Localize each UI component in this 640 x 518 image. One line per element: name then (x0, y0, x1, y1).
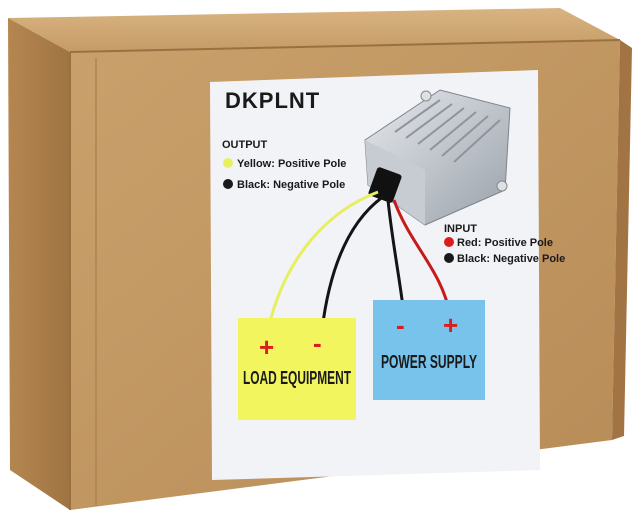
yellow-wire (266, 190, 379, 331)
output-black-label: Black: Negative Pole (237, 179, 345, 191)
power-plus-sign: + (443, 310, 458, 340)
input-heading: INPUT (444, 223, 477, 235)
box-front-face (8, 18, 70, 510)
box-edge-line (69, 39, 621, 53)
box-top-face (8, 8, 620, 52)
load-equipment-box: + - LOAD EQUIPMENT (238, 318, 356, 420)
input-black-label: Black: Negative Pole (457, 253, 565, 265)
output-yellow-label: Yellow: Positive Pole (237, 158, 346, 170)
input-red-label: Red: Positive Pole (457, 237, 553, 249)
brand-name: DKPLNT (225, 88, 320, 113)
power-supply-box: - + POWER SUPPLY (373, 300, 485, 400)
red-dot-icon (444, 237, 454, 247)
load-plus-sign: + (259, 332, 274, 362)
box-right-edge (612, 40, 632, 440)
load-minus-sign: - (313, 328, 322, 358)
black-dot-icon (223, 179, 233, 189)
yellow-dot-icon (223, 158, 233, 168)
power-supply-title: POWER SUPPLY (381, 352, 477, 372)
black-dot-icon-input (444, 253, 454, 263)
black-output-wire (320, 194, 385, 331)
converter-module-image (364, 89, 511, 226)
load-equipment-title: LOAD EQUIPMENT (243, 368, 351, 388)
product-label: DKPLNT OUTPUT Yellow: Positive Pole Blac… (210, 70, 565, 480)
power-minus-sign: - (396, 310, 405, 340)
output-heading: OUTPUT (222, 139, 268, 151)
